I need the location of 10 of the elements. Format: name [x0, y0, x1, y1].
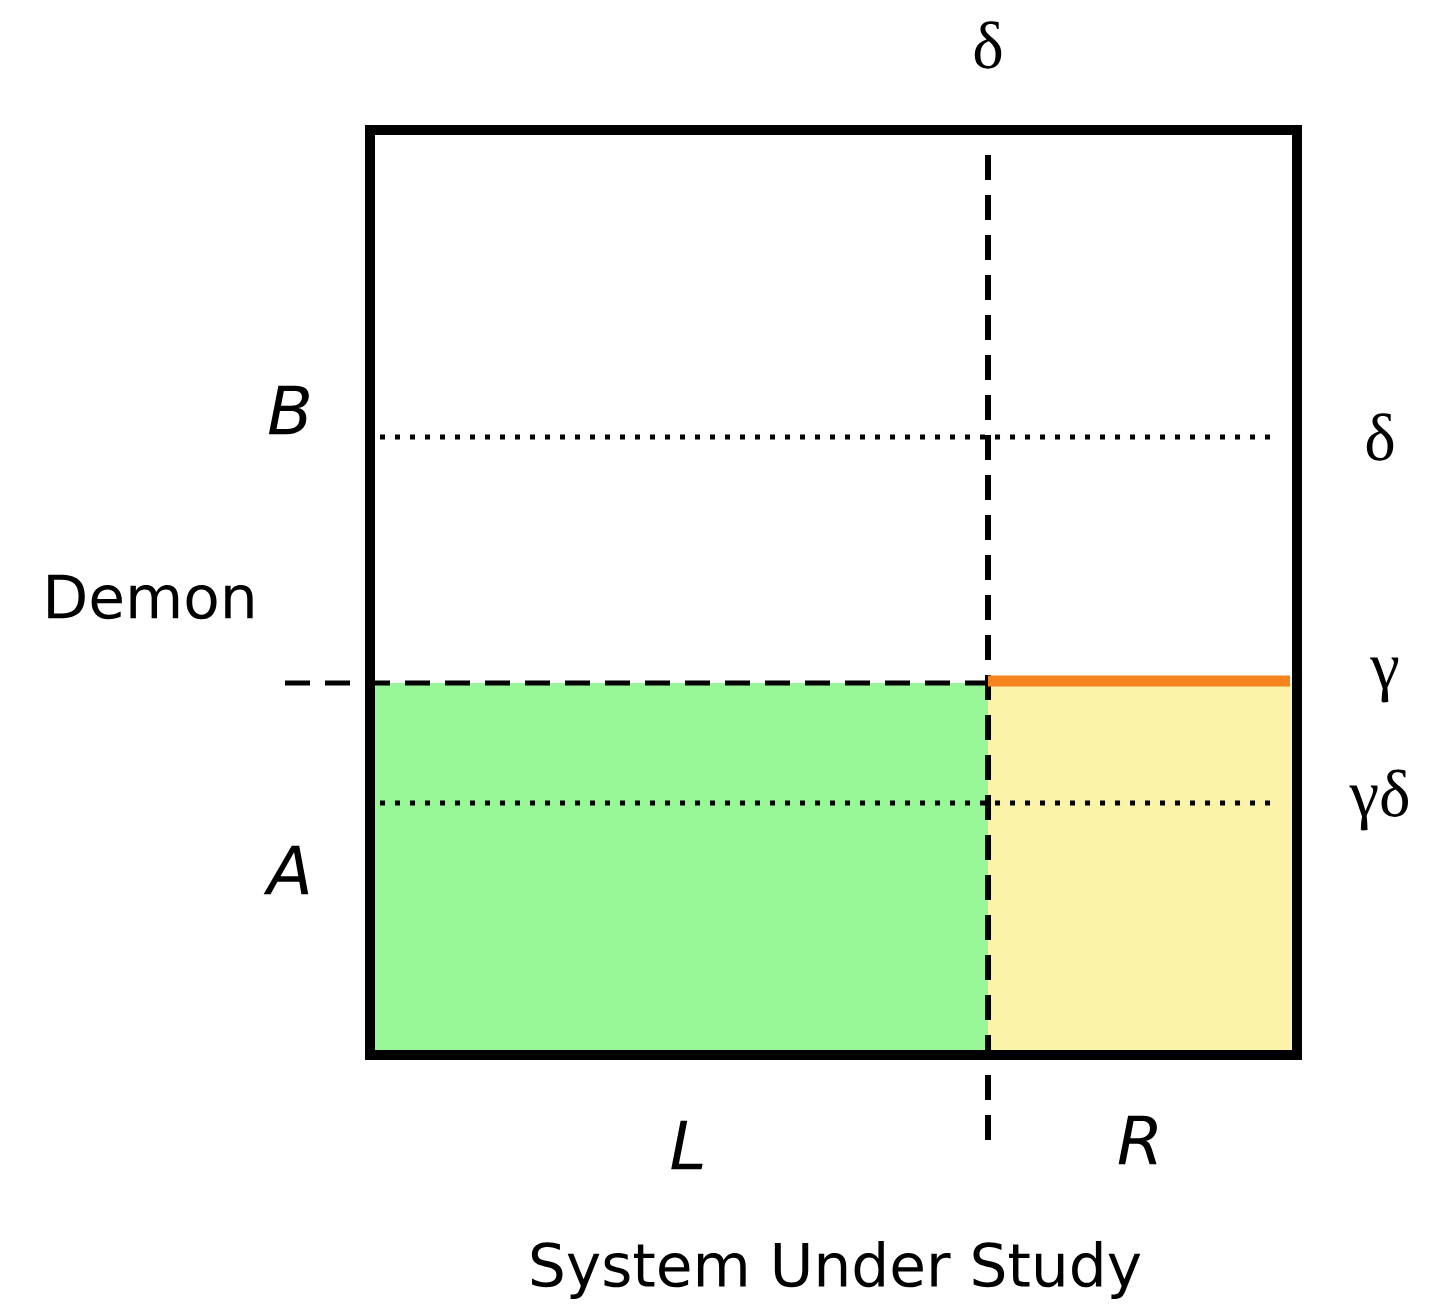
symbol-label: γδ [1349, 769, 1408, 831]
symbol-label: γ [1370, 657, 1399, 703]
symbol-label: B [268, 385, 309, 435]
symbol-label: L [671, 1120, 703, 1170]
symbol-label: R [1118, 1115, 1157, 1165]
symbol-label: δ [1366, 413, 1394, 461]
axis-label: Demon [48, 574, 253, 620]
axis-label: System Under Study [531, 1241, 1141, 1299]
symbol-label: δ [974, 21, 1002, 69]
symbol-label: A [263, 845, 309, 895]
